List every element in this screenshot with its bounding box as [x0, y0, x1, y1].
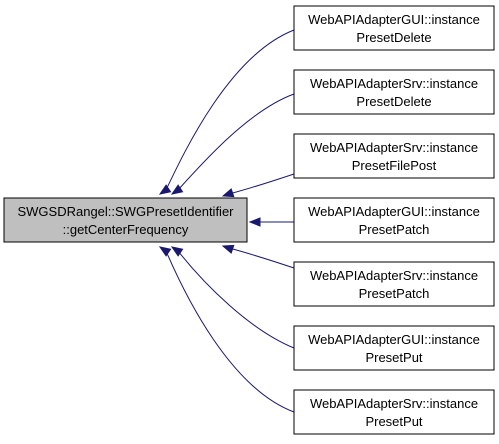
- focus-node-line2: ::getCenterFrequency: [63, 222, 189, 237]
- call-edge-end: [228, 192, 233, 195]
- arrowhead-icon: [158, 246, 172, 257]
- caller-node-line2: PresetPut: [365, 414, 422, 429]
- call-edge-end: [228, 247, 233, 250]
- caller-node-box: [293, 261, 495, 307]
- arrowhead-icon: [221, 188, 235, 198]
- caller-node-box: [293, 197, 495, 243]
- caller-node-line1: WebAPIAdapterSrv::instance: [310, 396, 478, 411]
- call-edge-end: [165, 188, 169, 191]
- caller-node-line2: PresetPut: [365, 350, 422, 365]
- call-edge-end: [177, 250, 181, 253]
- call-edge-end: [177, 188, 181, 191]
- caller-node-line1: WebAPIAdapterSrv::instance: [310, 140, 478, 155]
- call-edge-end: [165, 250, 169, 253]
- caller-node-line1: WebAPIAdapterSrv::instance: [310, 76, 478, 91]
- focus-node-line1: SWGSDRangel::SWGPresetIdentifier: [17, 204, 234, 219]
- call-edge: [177, 93, 295, 191]
- caller-node-line2: PresetPatch: [359, 286, 430, 301]
- caller-node-box: [293, 325, 495, 371]
- call-edge: [228, 247, 295, 269]
- caller-node-line2: PresetFilePost: [352, 158, 437, 173]
- caller-node-box: [293, 133, 495, 179]
- arrowhead-icon: [221, 244, 235, 254]
- caller-node-line1: WebAPIAdapterGUI::instance: [308, 204, 480, 219]
- call-edge: [177, 250, 295, 349]
- caller-node-box: [293, 389, 495, 435]
- caller-node-line2: PresetDelete: [356, 30, 431, 45]
- caller-node-line2: PresetDelete: [356, 94, 431, 109]
- call-edge: [165, 250, 295, 413]
- focus-node[interactable]: SWGSDRangel::SWGPresetIdentifier ::getCe…: [3, 197, 248, 243]
- caller-nodes: WebAPIAdapterGUI::instancePresetDeleteWe…: [293, 5, 495, 435]
- call-edge: [228, 173, 295, 195]
- caller-node-line1: WebAPIAdapterSrv::instance: [310, 268, 478, 283]
- arrowhead-icon: [158, 184, 172, 195]
- edges: [158, 29, 295, 413]
- caller-node-line1: WebAPIAdapterGUI::instance: [308, 332, 480, 347]
- caller-node-line2: PresetPatch: [359, 222, 430, 237]
- caller-node-box: [293, 5, 495, 51]
- call-edge: [165, 29, 295, 191]
- caller-node-line1: WebAPIAdapterGUI::instance: [308, 12, 480, 27]
- caller-node-box: [293, 69, 495, 115]
